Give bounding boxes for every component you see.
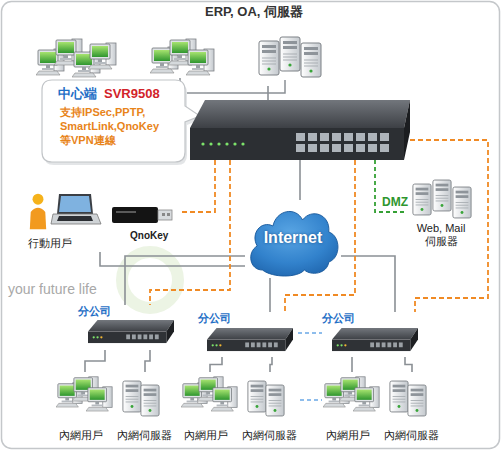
network-link (341, 256, 395, 312)
node-label: 中心端 (58, 86, 97, 102)
node-label: 行動用戶 (28, 236, 72, 250)
node-label: 分公司 (322, 312, 355, 325)
network-link (100, 252, 245, 266)
server-icon (248, 381, 266, 412)
network-link (300, 399, 322, 401)
pc-icon (186, 49, 214, 75)
node-label: 分公司 (198, 312, 231, 325)
node-label: QnoKey (130, 229, 168, 242)
node-label: Web, Mail 伺服器 (412, 222, 470, 248)
branch-router: 分公司 (198, 312, 298, 357)
watermark: your future life (8, 281, 97, 298)
network-link (298, 332, 322, 334)
node-label: SVR9508 (104, 86, 160, 102)
usb-key-icon (112, 207, 172, 223)
node-label: 內網伺服器 (117, 428, 172, 442)
node-label: Internet (245, 228, 341, 248)
node-label: 分公司 (78, 305, 111, 318)
network-link (85, 350, 105, 372)
network-link (182, 160, 215, 212)
node-label: 內網伺服器 (242, 428, 297, 442)
router-icon (88, 320, 174, 343)
server-icon (433, 180, 451, 211)
branch-router: 分公司 (78, 305, 178, 350)
pc-icon (88, 43, 116, 69)
mobile-user: 行動用戶 (25, 186, 110, 252)
node-label: 內網用戶 (184, 428, 228, 442)
network-link (210, 357, 222, 372)
router-icon (207, 328, 293, 351)
pc-icon (86, 387, 112, 411)
branch-router-icons (88, 320, 418, 351)
node-label: ERP, OA, 伺服器 (205, 4, 303, 20)
server-icon (280, 37, 300, 71)
server-icon (413, 184, 431, 215)
node-label: 內網用戶 (59, 428, 103, 442)
branch-router: 分公司 (322, 312, 427, 357)
network-link (125, 256, 245, 305)
laptop-icon (51, 194, 101, 224)
bubble (42, 80, 200, 162)
server-icon (390, 381, 408, 412)
router-icon (332, 328, 418, 351)
network-link (267, 86, 269, 100)
node-label: 內網用戶 (326, 428, 370, 442)
lan-icons (56, 377, 426, 416)
server-icon (266, 385, 284, 416)
mobile-icons (30, 194, 172, 229)
dmz-servers: Web, Mail 伺服器 (405, 178, 477, 250)
server-icon (123, 381, 141, 412)
node-label: 支持IPSec,PPTP, SmartLink,QnoKey 等VPN連線 (60, 105, 164, 147)
network-link (351, 357, 353, 372)
dmz-server-icons (413, 180, 471, 218)
main-router-icon (190, 100, 410, 160)
internet-cloud: Internet (245, 200, 341, 278)
lan-servers: 內網伺服器 (382, 372, 442, 443)
network-link (270, 357, 272, 372)
server-icon (453, 187, 471, 218)
network-link (269, 278, 271, 312)
link-label: DMZ (380, 195, 410, 210)
lan-users: 內網用戶 (180, 372, 240, 443)
pc-icon (211, 387, 237, 411)
person-icon (30, 194, 46, 229)
lan-servers: 內網伺服器 (115, 372, 175, 443)
pc-icon (353, 387, 379, 411)
server-icon (259, 41, 279, 75)
callout-bubble (42, 80, 202, 165)
network-link (145, 350, 150, 372)
network-link (405, 357, 412, 372)
vpn-router: 中心端SVR9508支持IPSec,PPTP, SmartLink,QnoKey… (190, 100, 410, 160)
server-group: ERP, OA, 伺服器 (30, 4, 320, 86)
server-icon (301, 43, 321, 77)
server-icon (141, 385, 159, 416)
lan-users: 內網用戶 (55, 372, 115, 443)
network-link (299, 160, 301, 200)
network-link (410, 140, 488, 312)
node-label: 內網伺服器 (384, 428, 439, 442)
lan-servers: 內網伺服器 (240, 372, 300, 443)
server-icon (408, 385, 426, 416)
usb-key: QnoKey (110, 202, 182, 244)
lan-users: 內網用戶 (322, 372, 382, 443)
